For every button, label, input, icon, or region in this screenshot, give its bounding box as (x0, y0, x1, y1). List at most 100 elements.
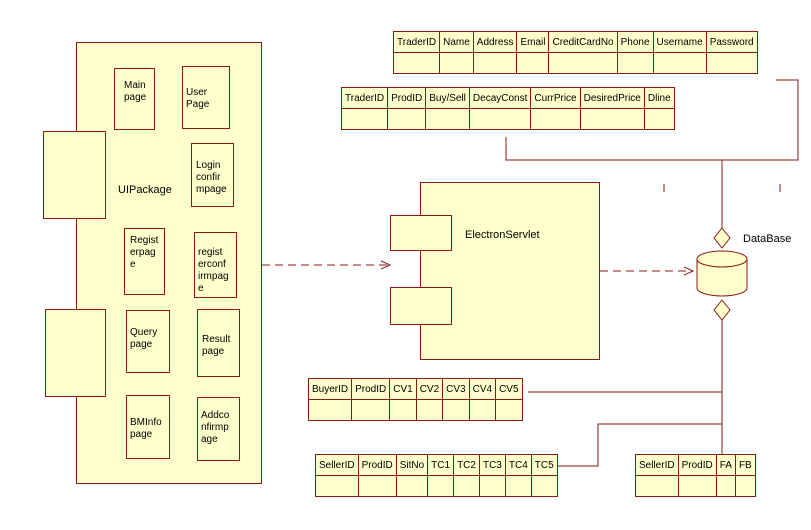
page-result-label: Result page (202, 334, 231, 357)
page-register-confirm (194, 232, 237, 298)
empty-cell (425, 108, 470, 130)
electron-servlet (420, 182, 600, 360)
column-header: Email (516, 31, 550, 53)
page-login-confirm (191, 143, 234, 207)
page-main-label: Main page (124, 80, 147, 103)
column-header: DesiredPrice (579, 87, 645, 109)
empty-cell (652, 52, 707, 74)
column-header: CreditCardNo (548, 31, 618, 53)
empty-cell (387, 108, 427, 130)
column-header: ProdID (351, 378, 391, 400)
empty-cell (395, 475, 429, 497)
column-header: Address (472, 31, 518, 53)
empty-cell (351, 399, 391, 421)
column-header: TC2 (453, 454, 480, 476)
column-header: TC4 (504, 454, 532, 476)
column-header: SellerID (635, 454, 679, 476)
column-header: SellerID (315, 454, 359, 476)
empty-cell (530, 108, 581, 130)
page-query-label: Query page (130, 327, 158, 350)
db-bottom-diamond (713, 299, 731, 321)
page-register-label: Regist erpag e (130, 235, 159, 270)
column-header: CV2 (415, 378, 444, 400)
empty-cell (307, 399, 353, 421)
empty-cell (530, 475, 558, 497)
column-header: ProdID (677, 454, 717, 476)
empty-cell (705, 52, 758, 74)
column-header: TraderID (392, 31, 441, 53)
page-bminfo-label: BMInfo page (130, 417, 162, 440)
column-header: CV1 (389, 378, 417, 400)
empty-cell (635, 475, 679, 497)
empty-cell (389, 399, 417, 421)
empty-cell (677, 475, 717, 497)
page-user (182, 66, 230, 129)
trader-to-db-line (721, 79, 799, 228)
column-header: FA (715, 454, 736, 476)
db-to-seller-line (558, 423, 722, 467)
column-header: TC3 (478, 454, 506, 476)
page-user-label: User Page (186, 87, 210, 110)
empty-cell (478, 475, 506, 497)
column-header: DecayConst (468, 87, 532, 109)
page-result (197, 309, 240, 377)
column-header: CV3 (442, 378, 470, 400)
column-header: Name (439, 31, 474, 53)
empty-cell (357, 475, 397, 497)
empty-cell (415, 399, 444, 421)
page-register (124, 228, 165, 295)
page-addconfirm-label: Addco nfirmp age (201, 410, 230, 445)
empty-cell (468, 399, 497, 421)
empty-cell (516, 52, 550, 74)
page-addconfirm (197, 397, 240, 461)
column-header: CurrPrice (530, 87, 581, 109)
empty-cell (340, 108, 389, 130)
page-query (126, 310, 170, 373)
column-header: Username (652, 31, 707, 53)
column-header: Phone (616, 31, 654, 53)
column-header: ProdID (357, 454, 397, 476)
column-header: FB (734, 454, 756, 476)
empty-cell (468, 108, 532, 130)
page-bminfo (126, 395, 170, 459)
electron-servlet-title: ElectronServlet (465, 229, 540, 241)
servlet-port-bottom (390, 287, 452, 325)
column-header: CV5 (495, 378, 523, 400)
database-cylinder (696, 250, 748, 297)
page-register-confirm-label: regist erconf irmpag e (198, 247, 229, 294)
column-header: ProdID (387, 87, 427, 109)
column-header: TC1 (427, 454, 455, 476)
empty-cell (439, 52, 474, 74)
empty-cell (315, 475, 359, 497)
empty-cell (548, 52, 618, 74)
column-header: Dline (643, 87, 675, 109)
column-header: TC5 (530, 454, 558, 476)
empty-cell (472, 52, 518, 74)
empty-cell (495, 399, 523, 421)
empty-cell (579, 108, 645, 130)
empty-cell (504, 475, 532, 497)
column-header: Buy/Sell (425, 87, 470, 109)
column-header: CV4 (468, 378, 497, 400)
ui-package-title: UIPackage (118, 184, 172, 196)
empty-cell (442, 399, 470, 421)
ui-package-port-bottom (45, 309, 106, 397)
empty-cell (392, 52, 441, 74)
db-top-diamond (713, 227, 731, 249)
empty-cell (715, 475, 736, 497)
page-main (114, 68, 155, 130)
empty-cell (616, 52, 654, 74)
empty-cell (427, 475, 455, 497)
ui-package-port-top (43, 131, 106, 219)
page-login-confirm-label: Login confir mpage (196, 160, 227, 195)
column-header: BuyerID (307, 378, 353, 400)
database-title: DataBase (743, 233, 792, 245)
column-header: Password (705, 31, 758, 53)
column-header: TraderID (340, 87, 389, 109)
